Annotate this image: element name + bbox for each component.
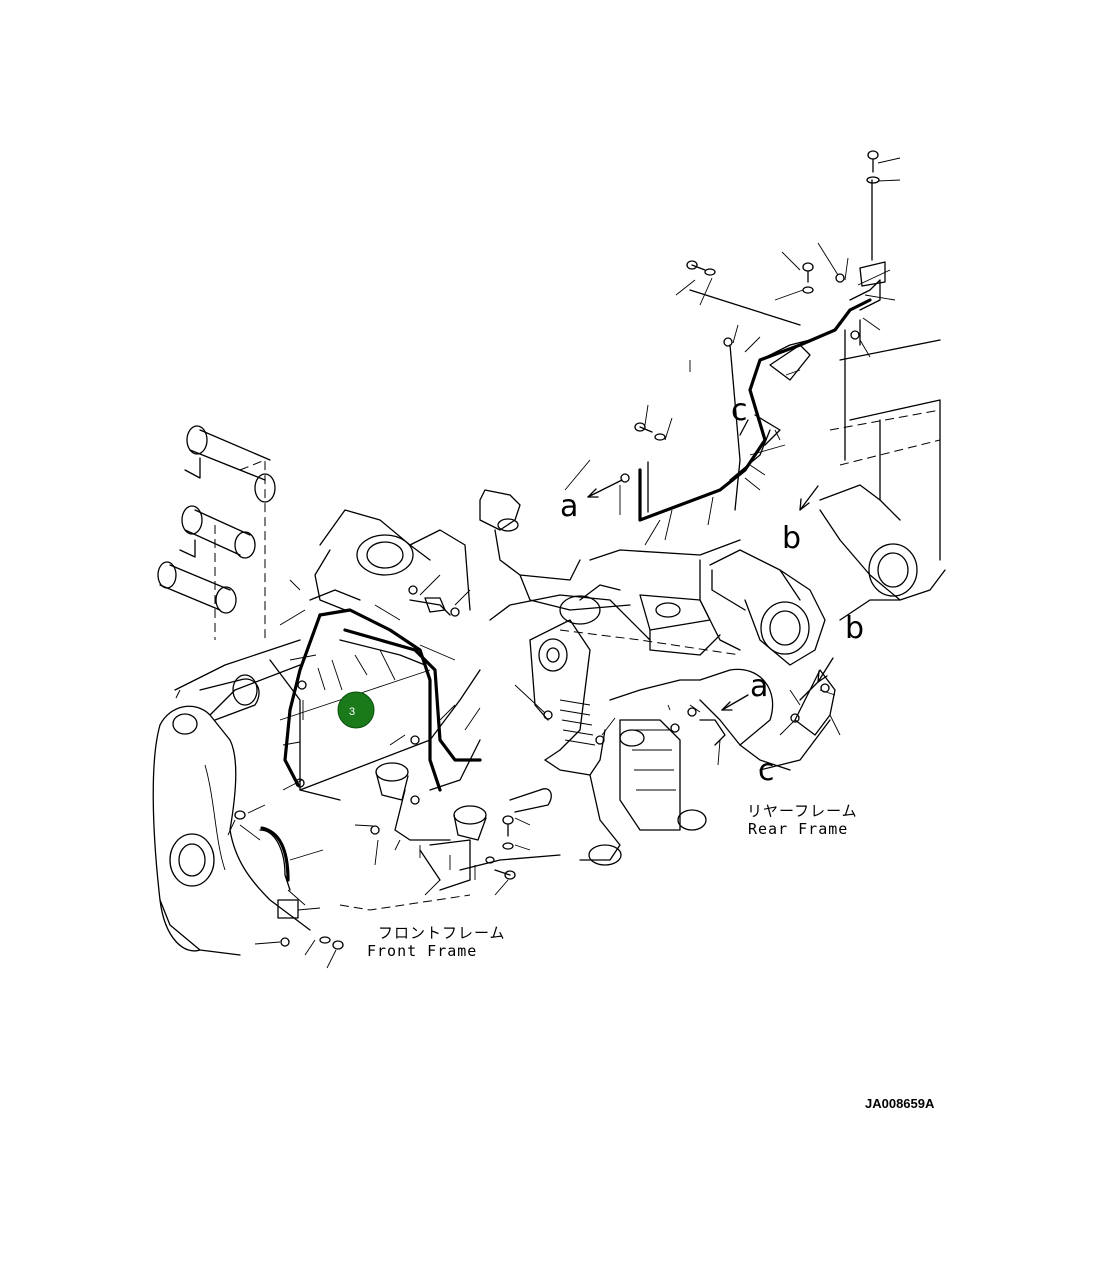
ref-b-bottom: b	[845, 611, 864, 646]
front-harness	[259, 589, 482, 919]
front-frame-outline	[152, 639, 311, 956]
callout-number: 3	[349, 706, 355, 718]
ref-c-top: c	[731, 393, 748, 428]
fasteners	[234, 150, 880, 950]
ref-a-bottom: a	[750, 669, 768, 704]
drawing-code: JA008659A	[865, 1096, 935, 1111]
rear-frame-en-label: Rear Frame	[748, 820, 848, 838]
front-pins	[157, 425, 276, 721]
ref-a-top: a	[560, 489, 578, 524]
callout-marker[interactable]: 3	[337, 691, 375, 729]
rear-frame-outline	[559, 339, 946, 771]
callout-circle[interactable]	[337, 691, 375, 729]
rear-frame-jp-label: リヤーフレーム	[747, 802, 858, 820]
leader-lines	[227, 157, 901, 969]
center-hitch	[479, 489, 721, 866]
front-frame-en-label: Front Frame	[367, 942, 477, 960]
diagram-labels: フロントフレーム Front Frame リヤーフレーム Rear Frame …	[367, 393, 935, 1111]
front-frame-body	[269, 509, 561, 911]
ref-b-top: b	[782, 521, 801, 556]
ref-c-bottom: c	[758, 753, 775, 788]
reference-arrows	[587, 419, 834, 711]
front-frame-jp-label: フロントフレーム	[378, 924, 506, 942]
